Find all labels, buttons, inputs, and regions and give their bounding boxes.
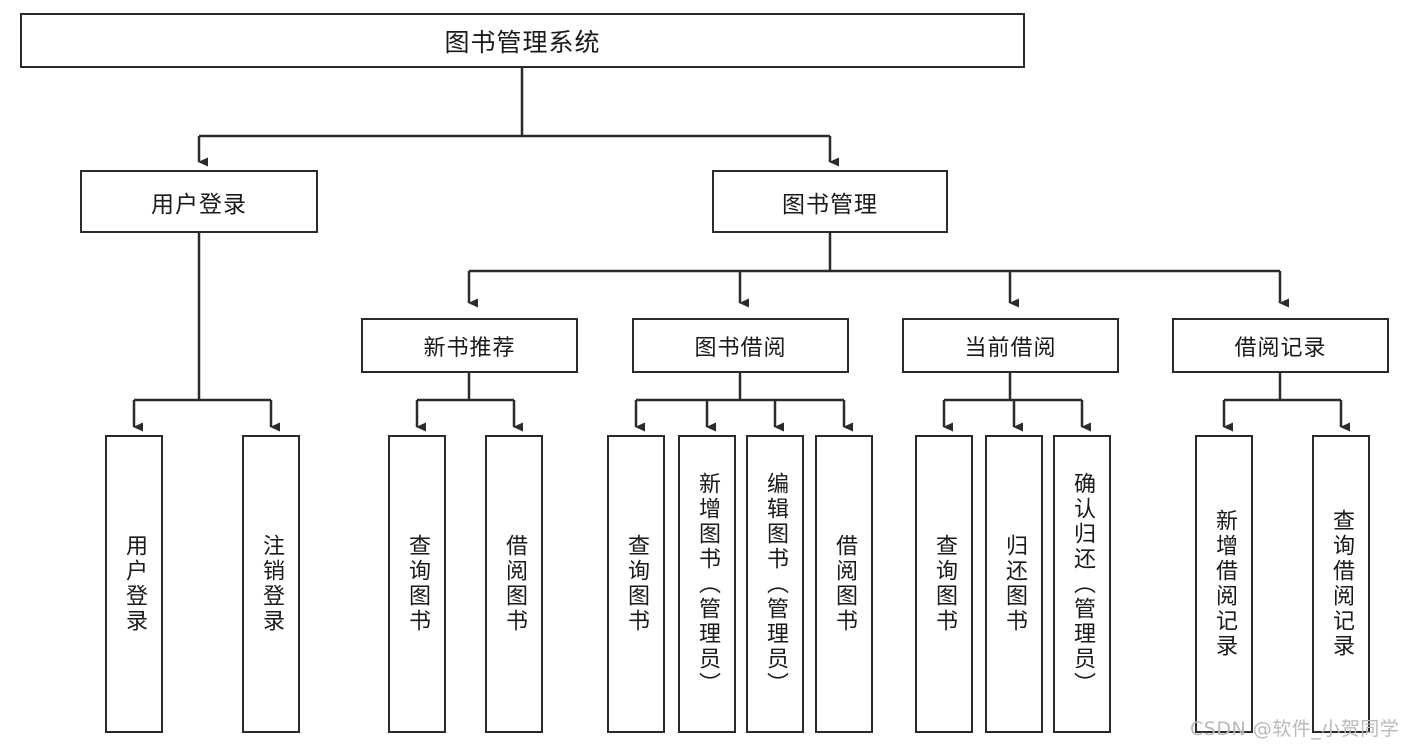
node-label: 新书推荐 [423,335,516,361]
node-label: 归还图书 [1001,534,1027,634]
node-new-book-recommendation[interactable]: 新书推荐 [361,318,578,373]
node-label: 图书管理系统 [444,27,601,57]
node-borrow-records[interactable]: 借阅记录 [1172,318,1389,373]
node-label: 图书借阅 [694,335,787,361]
node-label: 查询图书 [404,534,430,634]
leaf-query-books-recommendation[interactable]: 查询图书 [388,435,446,733]
leaf-edit-book-admin[interactable]: 编辑图书（管理员） [746,435,804,733]
node-current-borrow[interactable]: 当前借阅 [902,318,1119,373]
node-root-book-management-system[interactable]: 图书管理系统 [20,13,1025,68]
node-label: 图书管理 [782,191,878,218]
leaf-add-borrow-record[interactable]: 新增借阅记录 [1195,435,1253,733]
node-label: 借阅图书 [831,534,857,634]
leaf-query-borrow-record[interactable]: 查询借阅记录 [1312,435,1370,733]
leaf-add-book-admin[interactable]: 新增图书（管理员） [678,435,736,733]
leaf-confirm-return-admin[interactable]: 确认归还（管理员） [1053,435,1111,733]
node-label: 借阅记录 [1234,335,1327,361]
leaf-logout[interactable]: 注销登录 [242,435,300,733]
node-label: 确认归还（管理员） [1069,471,1095,697]
node-label: 注销登录 [258,534,284,634]
leaf-return-books[interactable]: 归还图书 [985,435,1043,733]
node-label: 新增借阅记录 [1211,509,1237,659]
node-label: 用户登录 [121,534,147,634]
node-label: 查询借阅记录 [1328,509,1354,659]
node-label: 借阅图书 [501,534,527,634]
node-user-login[interactable]: 用户登录 [80,170,318,233]
node-book-management[interactable]: 图书管理 [712,170,948,233]
leaf-query-books-current[interactable]: 查询图书 [915,435,973,733]
node-label: 编辑图书（管理员） [762,471,788,697]
node-label: 查询图书 [931,534,957,634]
leaf-borrow-books[interactable]: 借阅图书 [815,435,873,733]
node-label: 当前借阅 [964,335,1057,361]
csdn-watermark: CSDN @软件_小贺同学 [1190,718,1400,740]
leaf-query-books-borrow[interactable]: 查询图书 [607,435,665,733]
node-label: 用户登录 [151,191,247,218]
node-label: 新增图书（管理员） [694,471,720,697]
node-label: 查询图书 [623,534,649,634]
leaf-user-login[interactable]: 用户登录 [105,435,163,733]
leaf-borrow-books-recommendation[interactable]: 借阅图书 [485,435,543,733]
node-book-borrow[interactable]: 图书借阅 [632,318,849,373]
